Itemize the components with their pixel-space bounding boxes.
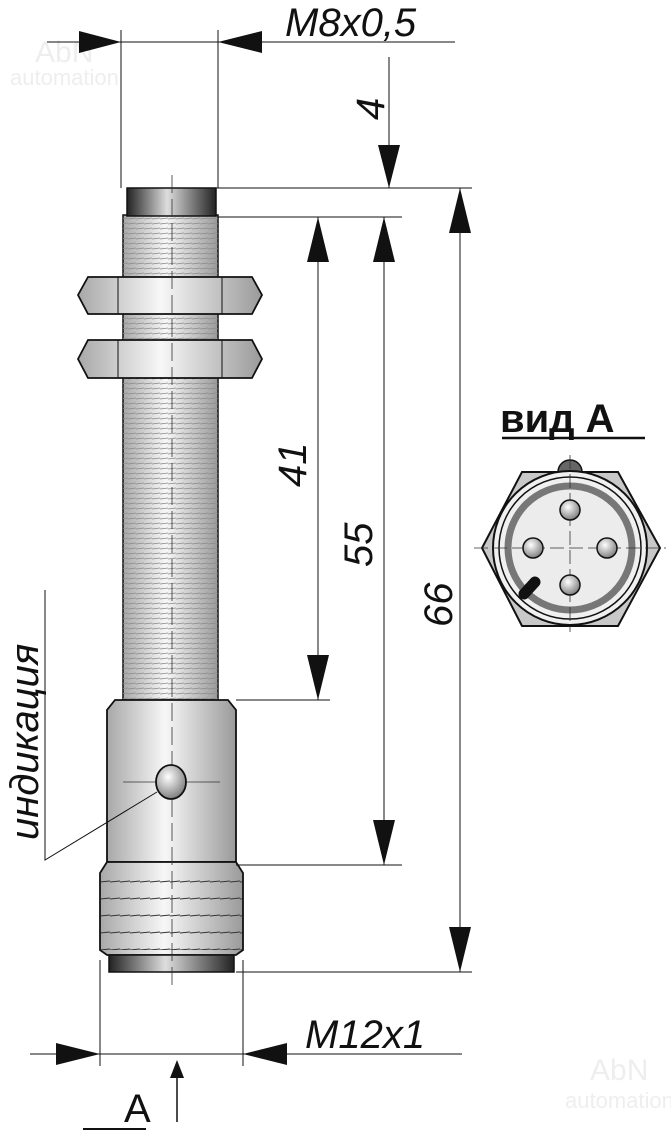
extension-lines [99,30,472,1066]
watermark-bottom: AbN automation [565,1054,671,1113]
m12-thread [99,861,244,956]
thread-top-label: M8x0,5 [285,1,417,45]
thread-bottom-label: M12x1 [305,1013,425,1057]
dimension-m12: M12x1 [30,1013,462,1065]
view-arrow-a: A [83,1060,184,1131]
dimension-66: 66 [417,188,471,972]
pin-4 [559,574,581,596]
indicator-leader-line [44,590,158,861]
dimension-55: 55 [337,217,395,865]
indicator-led [123,764,220,800]
connector-cap [108,954,235,973]
view-a-title: вид А [500,397,615,441]
sensing-face-cap [126,187,217,217]
svg-text:AbN: AbN [590,1054,648,1087]
dim-66-label: 66 [417,582,461,627]
dim-4-label: 4 [349,98,393,120]
key-slot [518,576,541,600]
pin-2 [522,537,544,559]
dim-41-label: 41 [271,443,315,488]
svg-text:automation: automation [10,65,119,90]
dimension-41: 41 [271,217,329,700]
lock-nut-upper [76,276,264,315]
pin-1 [559,499,581,521]
dimension-4: 4 [349,57,400,188]
connector-end-view [474,455,666,632]
lock-nut-lower [76,339,264,379]
indicator-label: индикация [3,644,47,840]
dim-55-label: 55 [337,522,381,567]
dimension-m8: M8x0,5 [47,1,455,53]
svg-text:automation: automation [565,1088,671,1113]
pin-3 [596,537,618,559]
view-marker-label: A [124,1087,151,1131]
